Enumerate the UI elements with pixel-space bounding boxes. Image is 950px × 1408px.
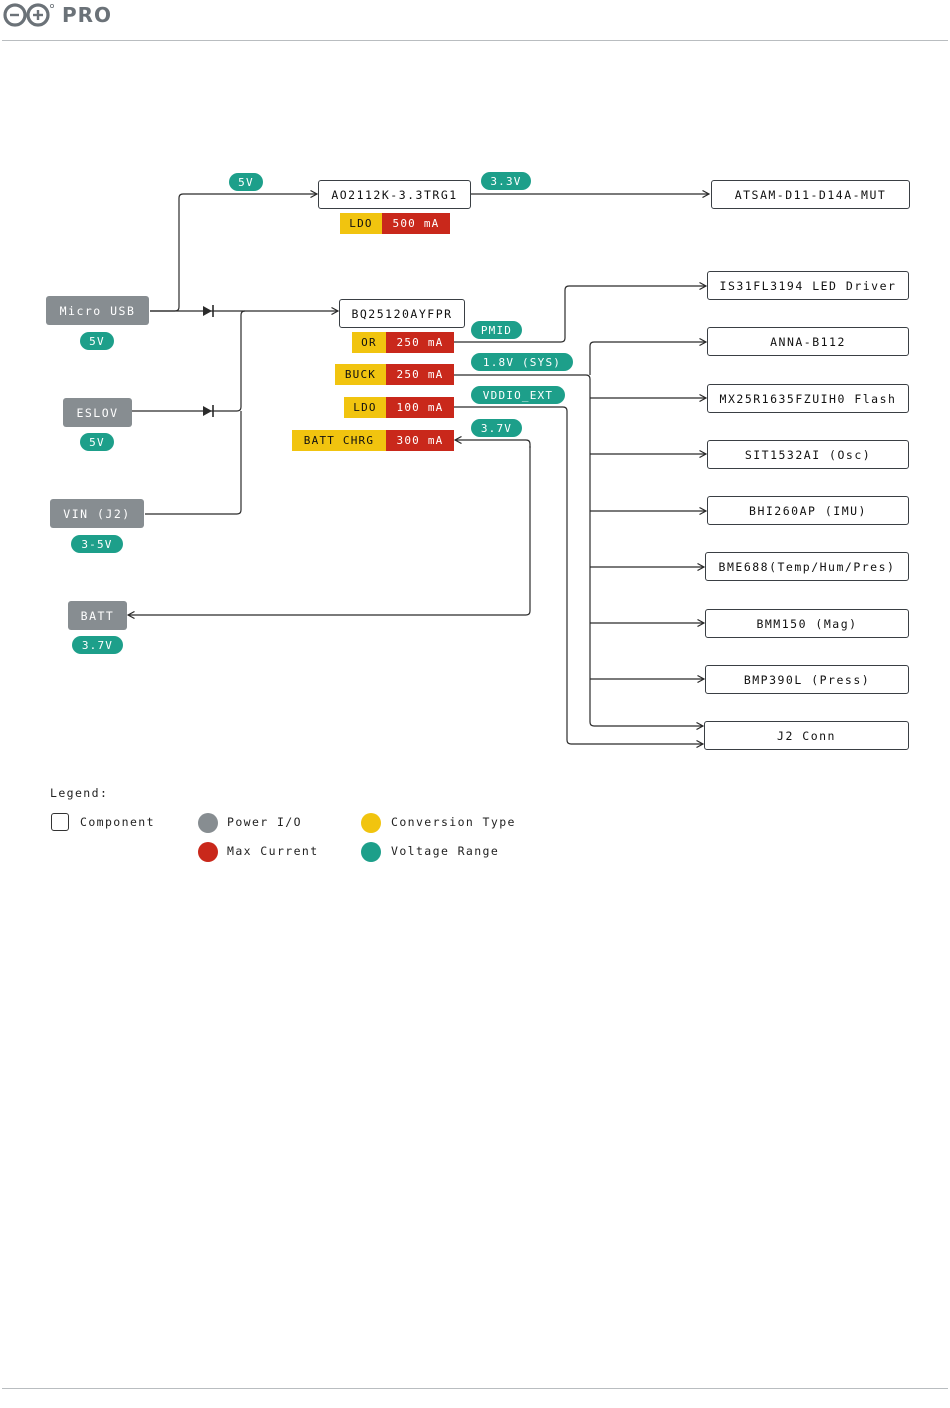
atsam-component: ATSAM-D11-D14A-MUT xyxy=(711,180,910,209)
led-driver-component: IS31FL3194 LED Driver xyxy=(707,271,909,300)
diode-icon xyxy=(203,305,214,317)
pmic-or-conversion-type: OR xyxy=(352,332,386,353)
oscillator-component: SIT1532AI (Osc) xyxy=(707,440,909,469)
pmic-batt-chrg-conversion-type: BATT CHRG xyxy=(292,430,386,451)
pmic-buck-conversion-type: BUCK xyxy=(335,364,386,385)
batt-voltage: 3.7V xyxy=(72,636,123,654)
eslov-voltage: 5V xyxy=(80,433,114,451)
magnetometer-component: BMM150 (Mag) xyxy=(705,609,909,638)
flash-component: MX25R1635FZUIH0 Flash xyxy=(707,384,909,413)
ldo-reg-max-current: 500 mA xyxy=(382,213,450,234)
pmic-ldo-conversion-type: LDO xyxy=(344,397,386,418)
ldo-reg-input-voltage: 5V xyxy=(229,173,263,191)
batt-input: BATT xyxy=(68,601,127,630)
legend-title: Legend: xyxy=(50,786,109,800)
sys-1v8-voltage: 1.8V (SYS) xyxy=(471,353,573,371)
micro-usb-voltage: 5V xyxy=(80,332,114,350)
eslov-input: ESLOV xyxy=(63,398,132,427)
pressure-sensor-component: BMP390L (Press) xyxy=(705,665,909,694)
power-io-swatch-icon xyxy=(198,813,218,833)
legend-voltage-range: Voltage Range xyxy=(391,844,500,858)
pmic-or-max-current: 250 mA xyxy=(386,332,454,353)
conversion-type-swatch-icon xyxy=(361,813,381,833)
pmic: BQ25120AYFPR xyxy=(339,299,465,328)
diode-icon xyxy=(203,405,214,417)
ldo-reg-conversion-type: LDO xyxy=(340,213,382,234)
ldo-reg-output-voltage: 3.3V xyxy=(481,172,531,190)
batt-chrg-voltage: 3.7V xyxy=(471,419,522,437)
max-current-swatch-icon xyxy=(198,842,218,862)
imu-component: BHI260AP (IMU) xyxy=(707,496,909,525)
pmic-batt-chrg-max-current: 300 mA xyxy=(386,430,454,451)
vddio-ext-voltage: VDDIO_EXT xyxy=(471,386,565,404)
legend-component: Component xyxy=(80,815,155,829)
legend-conversion-type: Conversion Type xyxy=(391,815,516,829)
brand-title: PRO xyxy=(62,3,113,27)
pmic-ldo-max-current: 100 mA xyxy=(386,397,454,418)
vin-j2-input: VIN (J2) xyxy=(50,499,144,528)
vin-voltage: 3-5V xyxy=(71,535,123,553)
micro-usb-input: Micro USB xyxy=(46,296,149,325)
footer-divider xyxy=(2,1388,948,1389)
ldo-regulator: AO2112K-3.3TRG1 xyxy=(318,180,471,209)
bme688-component: BME688(Temp/Hum/Pres) xyxy=(705,552,909,581)
pmid-voltage: PMID xyxy=(471,321,522,339)
pmic-buck-max-current: 250 mA xyxy=(386,364,454,385)
anna-b112-component: ANNA-B112 xyxy=(707,327,909,356)
voltage-range-swatch-icon xyxy=(361,842,381,862)
legend-max-current: Max Current xyxy=(227,844,319,858)
legend-power-io: Power I/O xyxy=(227,815,302,829)
arduino-infinity-logo-icon xyxy=(3,3,55,27)
component-swatch-icon xyxy=(51,813,69,831)
j2-connector-component: J2 Conn xyxy=(704,721,909,750)
header-divider xyxy=(2,40,948,41)
